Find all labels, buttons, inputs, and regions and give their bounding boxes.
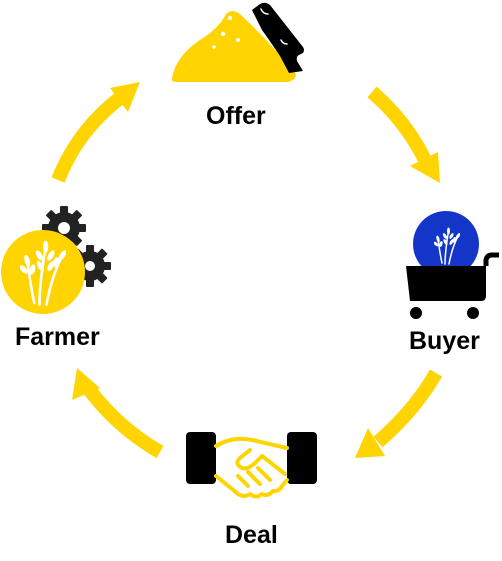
grain-pile-with-knife-icon xyxy=(171,2,304,82)
shopping-cart-with-wheat-icon xyxy=(406,211,499,319)
wheat-with-gears-icon xyxy=(1,206,111,314)
stage-label-deal: Deal xyxy=(225,521,278,549)
stage-label-farmer: Farmer xyxy=(15,323,100,351)
arrow-buyer-to-deal xyxy=(355,369,443,458)
arrow-offer-to-buyer xyxy=(367,86,440,183)
stage-label-buyer: Buyer xyxy=(409,327,480,355)
arrow-farmer-to-offer xyxy=(51,82,140,183)
handshake-icon xyxy=(186,432,317,499)
stage-label-offer: Offer xyxy=(206,102,266,130)
arrow-deal-to-farmer xyxy=(72,368,164,459)
